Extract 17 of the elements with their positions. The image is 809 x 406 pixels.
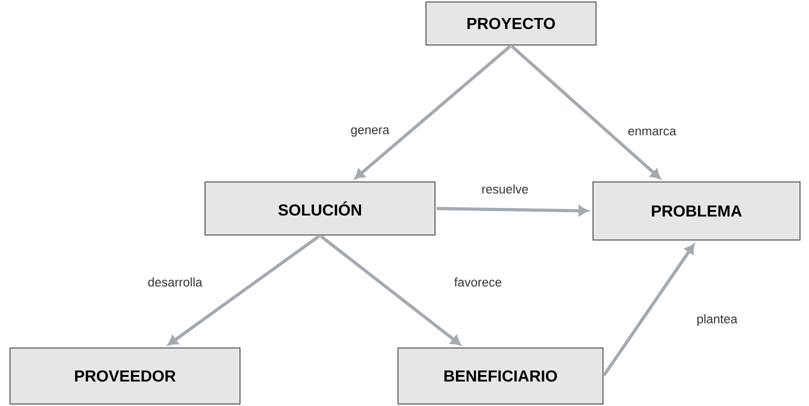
arrow [320, 234, 461, 346]
arrow [510, 44, 661, 180]
concept-box: SOLUCIÓN [204, 182, 436, 236]
arrow [602, 244, 695, 376]
edge-label: desarrolla [146, 276, 204, 288]
arrow [436, 206, 588, 216]
concept-box: BENEFICIARIO [398, 348, 604, 404]
arrow [354, 44, 512, 180]
concept-box: PROBLEMA [592, 182, 800, 240]
edge-label: favorece [453, 276, 503, 288]
edge-label: plantea [696, 313, 738, 327]
concept-box: PROYECTO [426, 2, 596, 46]
edge-label: enmarca [626, 128, 678, 136]
edge-label: resuelve [480, 183, 530, 195]
concept-box: PROVEEDOR [10, 348, 240, 404]
arrow [168, 234, 320, 346]
edge-label: genera [350, 126, 390, 138]
